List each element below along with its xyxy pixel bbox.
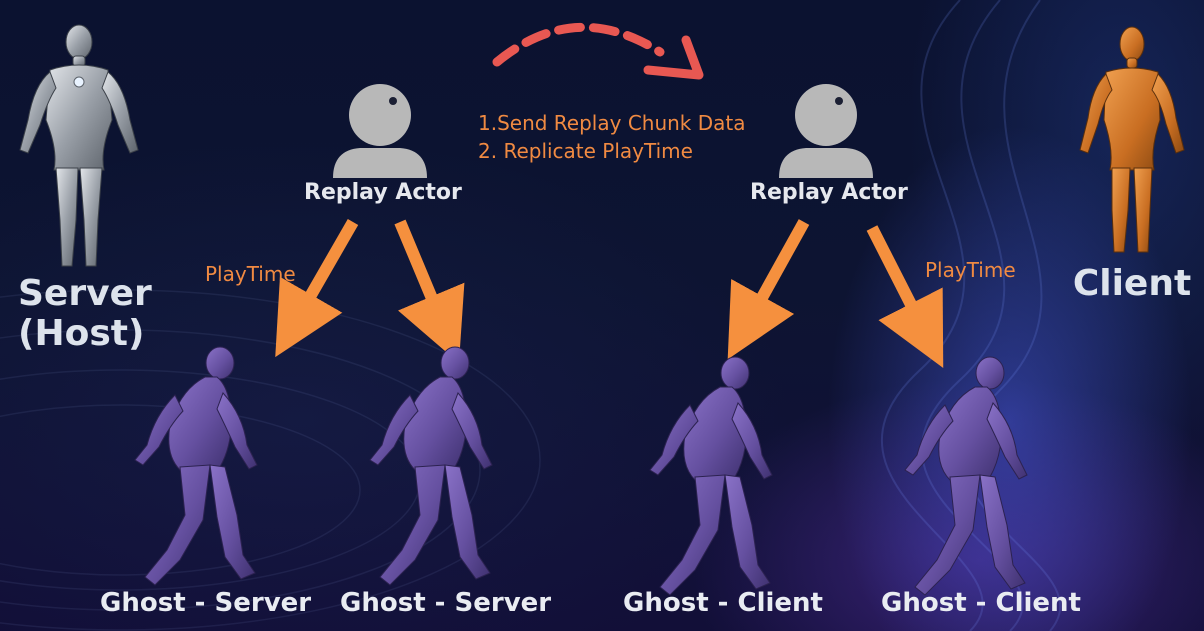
arrow-actor2-ghost3 — [727, 219, 810, 360]
ghost-label-server-1: Ghost - Server — [100, 588, 312, 618]
transfer-steps: 1.Send Replay Chunk Data 2. Replicate Pl… — [478, 109, 746, 165]
server-label-line1: Server — [18, 273, 152, 314]
ghost-figure-3 — [649, 356, 773, 596]
ghost-figure-4 — [904, 356, 1028, 596]
ghost-label-server-2: Ghost - Server — [340, 588, 552, 618]
ghost-figure-2 — [369, 346, 493, 586]
ghost-label-client-2: Ghost - Client — [881, 588, 1081, 618]
ghost-figure-1 — [134, 346, 258, 586]
arrow-actor1-ghost1 — [275, 219, 359, 358]
arrow-actor2-ghost4 — [866, 225, 944, 368]
replay-actor-label-client: Replay Actor — [750, 180, 908, 205]
server-label: Server (Host) — [18, 273, 152, 354]
server-label-line2: (Host) — [18, 313, 145, 354]
client-label: Client — [1072, 263, 1192, 304]
arrow-actor1-ghost2 — [394, 219, 465, 363]
playtime-label-client: PlayTime — [925, 258, 1016, 282]
transfer-step-1: 1.Send Replay Chunk Data — [478, 111, 746, 135]
transfer-step-2: 2. Replicate PlayTime — [478, 139, 693, 163]
replay-actor-label-server: Replay Actor — [304, 180, 462, 205]
ghost-label-client-1: Ghost - Client — [623, 588, 823, 618]
dashed-transfer-arrow — [492, 22, 665, 67]
playtime-label-server: PlayTime — [205, 262, 296, 286]
